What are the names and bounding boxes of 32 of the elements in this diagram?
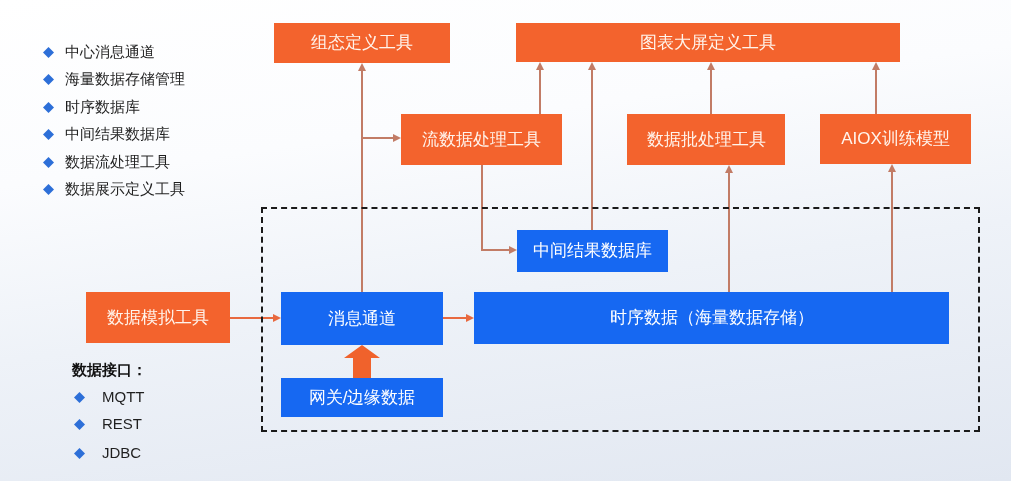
process-box: 时序数据（海量数据存储） (474, 292, 949, 344)
list-item: 中间结果数据库 (65, 124, 170, 144)
block-arrow (344, 345, 380, 378)
list-item: 时序数据库 (65, 97, 140, 117)
arrow (229, 314, 281, 322)
list-item: 数据展示定义工具 (65, 179, 185, 199)
list-item: REST (102, 414, 142, 434)
process-box: 数据模拟工具 (86, 292, 230, 343)
process-box: 数据批处理工具 (627, 114, 785, 165)
process-box: 中间结果数据库 (517, 230, 668, 272)
dashed-box (261, 207, 980, 432)
arrow (707, 62, 715, 115)
process-box: 消息通道 (281, 292, 443, 345)
arrow (361, 134, 401, 293)
list-item: JDBC (102, 443, 142, 463)
arrow (725, 165, 733, 293)
arrow (588, 62, 596, 231)
arrow (481, 164, 517, 254)
process-box: AIOX训练模型 (820, 114, 971, 164)
list-item: MQTT (102, 387, 145, 407)
list-item: 海量数据存储管理 (65, 69, 185, 89)
process-box: 流数据处理工具 (401, 114, 562, 165)
process-box: 图表大屏定义工具 (516, 23, 900, 62)
list-item: 中心消息通道 (65, 42, 155, 62)
list-item: 数据流处理工具 (65, 152, 170, 172)
arrow (888, 164, 896, 293)
process-box: 组态定义工具 (274, 23, 450, 63)
process-box: 网关/边缘数据 (281, 378, 443, 417)
arrow (536, 62, 544, 115)
arrow (872, 62, 880, 115)
list-heading: 数据接口： (72, 360, 147, 380)
arrow (442, 314, 474, 322)
